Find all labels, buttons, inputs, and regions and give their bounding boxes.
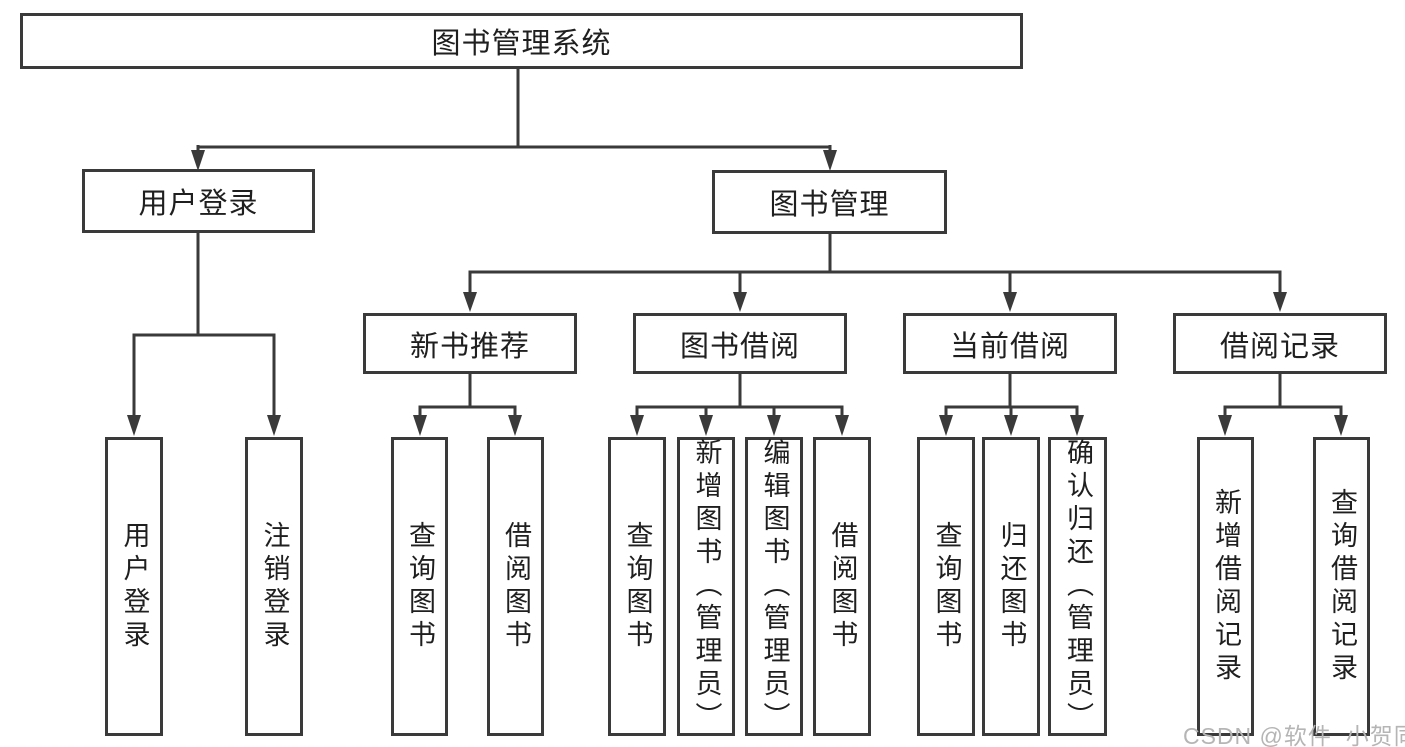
leaf-logout-label: 注销登录 [259, 520, 290, 653]
leaf-return-books: 归还图书 [982, 437, 1040, 736]
csdn-watermark: CSDN @软件_小贺同学 [1183, 723, 1405, 747]
leaf-logout: 注销登录 [245, 437, 303, 736]
leaf-query-books-3: 查询图书 [917, 437, 975, 736]
leaf-query-books-2-label: 查询图书 [622, 520, 653, 653]
leaf-add-borrow-record-label: 新增借阅记录 [1211, 487, 1241, 686]
leaf-add-books-admin-label: 新增图书（管理员） [691, 438, 722, 735]
leaf-edit-books-admin-label: 编辑图书（管理员） [759, 438, 790, 735]
leaf-user-login: 用户登录 [105, 437, 163, 736]
leaf-borrow-books-1-label: 借阅图书 [501, 520, 531, 653]
node-new-book-recommend: 新书推荐 [363, 313, 577, 374]
leaf-borrow-books-2: 借阅图书 [813, 437, 871, 736]
leaf-query-borrow-record: 查询借阅记录 [1313, 437, 1370, 736]
node-borrow-records: 借阅记录 [1173, 313, 1387, 374]
node-root-system: 图书管理系统 [20, 13, 1023, 69]
node-book-management: 图书管理 [712, 170, 947, 234]
leaf-query-books-1: 查询图书 [391, 437, 448, 736]
node-book-borrow: 图书借阅 [633, 313, 847, 374]
leaf-return-books-label: 归还图书 [996, 520, 1027, 653]
leaf-add-borrow-record: 新增借阅记录 [1197, 437, 1254, 736]
leaf-query-books-3-label: 查询图书 [931, 520, 962, 653]
leaf-query-books-1-label: 查询图书 [405, 520, 435, 653]
leaf-user-login-label: 用户登录 [119, 520, 150, 653]
node-current-borrow: 当前借阅 [903, 313, 1117, 374]
leaf-confirm-return-admin: 确认归还（管理员） [1048, 437, 1107, 736]
leaf-query-borrow-record-label: 查询借阅记录 [1327, 487, 1357, 686]
leaf-borrow-books-1: 借阅图书 [487, 437, 544, 736]
leaf-query-books-2: 查询图书 [608, 437, 666, 736]
leaf-edit-books-admin: 编辑图书（管理员） [745, 437, 803, 736]
leaf-confirm-return-admin-label: 确认归还（管理员） [1063, 438, 1093, 735]
node-user-login-branch: 用户登录 [82, 169, 315, 233]
leaf-add-books-admin: 新增图书（管理员） [677, 437, 735, 736]
leaf-borrow-books-2-label: 借阅图书 [827, 520, 858, 653]
